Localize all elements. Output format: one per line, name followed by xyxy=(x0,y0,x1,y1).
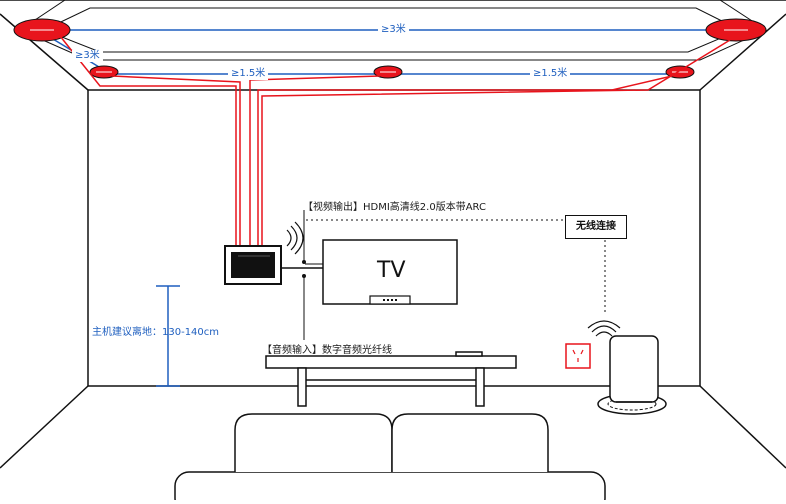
audio-input-label: 【音频输入】数字音频光纤线 xyxy=(262,345,392,356)
speaker-highlights xyxy=(30,29,748,73)
wifi-icon-host xyxy=(286,221,304,255)
connection-lines xyxy=(303,210,606,340)
tv-stand xyxy=(265,351,517,407)
speaker-cables xyxy=(59,35,731,246)
power-outlet xyxy=(565,343,591,369)
wifi-icon-subwoofer xyxy=(587,320,621,337)
tv-label: TV xyxy=(377,258,406,283)
subwoofer xyxy=(597,335,667,415)
wireless-connection-label: 无线连接 xyxy=(565,215,627,239)
front-left-spacing-label: ≥1.5米 xyxy=(228,68,269,80)
sofa xyxy=(174,413,606,504)
host-device xyxy=(224,245,282,285)
connection-dots xyxy=(302,260,306,278)
host-height-label: 主机建议离地：130-140cm xyxy=(92,327,220,338)
ceiling-spacing-label: ≥3米 xyxy=(378,24,409,36)
front-right-spacing-label: ≥1.5米 xyxy=(530,68,571,80)
video-output-label: 【视频输出】HDMI高清线2.0版本带ARC xyxy=(303,202,486,213)
tv-device xyxy=(281,239,458,305)
side-spacing-label: ≥3米 xyxy=(72,50,103,62)
